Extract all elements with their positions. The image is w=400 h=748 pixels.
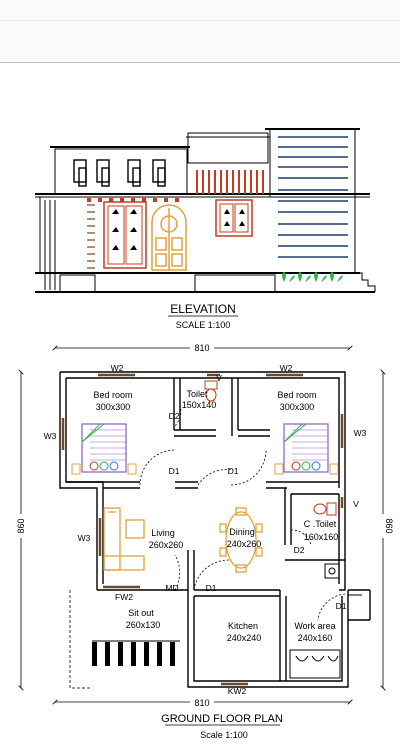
elevation-window-right	[215, 199, 253, 237]
toolbar-divider	[0, 20, 400, 21]
dim-top-width: 810	[194, 343, 209, 353]
dining-table	[219, 507, 263, 573]
tag-w3-living: W3	[78, 533, 91, 543]
living-sofa	[103, 507, 145, 571]
tag-v-ctoilet: V	[353, 499, 359, 509]
parapet-openings	[73, 159, 166, 187]
kitchen-size: 240x240	[227, 633, 262, 643]
sitout-name: Sit out	[128, 608, 154, 618]
dining-size: 240x260	[227, 539, 262, 549]
living-size: 260x260	[149, 540, 184, 550]
elevation-title: ELEVATION	[170, 302, 236, 316]
dining-name: Dining	[229, 527, 255, 537]
sitout-size: 260x130	[126, 620, 161, 630]
elevation-window-grille	[196, 170, 264, 194]
plan-windows	[61, 373, 344, 686]
bed-left	[71, 423, 137, 475]
elevation-window-left	[103, 201, 147, 269]
dim-right-height: 860	[384, 518, 394, 533]
elevation-drawing	[35, 128, 376, 293]
kitchen-name: Kitchen	[228, 621, 258, 631]
work-area-size: 240x160	[298, 633, 333, 643]
opening-tags: W2 W2 V V W3 W3 W3 D1 D1 D1 D1 D2 D2 FW2…	[44, 363, 367, 696]
door-swings	[139, 404, 346, 621]
tag-w2-left: W2	[111, 363, 124, 373]
tag-fw2: FW2	[115, 592, 133, 602]
tag-w3-left: W3	[44, 431, 57, 441]
bed2-name: Bed room	[277, 390, 316, 400]
plan-scale: Scale 1:100	[200, 730, 248, 740]
elevation-right-block	[269, 128, 356, 198]
elevation-mid-parapet	[187, 132, 269, 164]
tag-d1-work: D1	[336, 601, 347, 611]
room-labels: Bed room 300x300 Bed room 300x300 Toilet…	[93, 389, 338, 643]
plan-walls	[59, 371, 371, 688]
tag-d1-kitchen: D1	[206, 583, 217, 593]
tag-v-toilet: V	[216, 373, 222, 383]
elevation-left-parapet	[54, 148, 188, 195]
brick-accent-row	[87, 198, 179, 202]
elevation-scale: SCALE 1:100	[176, 320, 231, 330]
elevation-planters	[282, 272, 343, 282]
tag-d1-bed1: D1	[169, 466, 180, 476]
bed-right	[274, 423, 339, 475]
tag-w2-right: W2	[280, 363, 293, 373]
sitout-steps	[92, 642, 175, 666]
toilet-size: 150x140	[182, 400, 217, 410]
dimension-labels: 810 810 860 860	[14, 341, 394, 708]
ctoilet-size: 160x160	[304, 532, 339, 542]
bed2-size: 300x300	[280, 402, 315, 412]
bed1-size: 300x300	[96, 402, 131, 412]
tag-d2-toilet: D2	[169, 411, 180, 421]
tag-d2-ctoilet: D2	[294, 545, 305, 555]
louvered-column	[87, 204, 95, 269]
toilet-name: Toilet	[186, 389, 208, 399]
elevation-door-arched	[151, 204, 187, 271]
work-area-counter	[289, 649, 341, 679]
work-area-name: Work area	[294, 621, 335, 631]
sitout-outline	[69, 590, 90, 689]
bed1-name: Bed room	[93, 390, 132, 400]
viewer-toolbar	[0, 0, 400, 63]
living-name: Living	[151, 528, 175, 538]
ctoilet-fixture	[313, 502, 340, 579]
plan-title: GROUND FLOOR PLAN	[161, 713, 283, 725]
tag-d1-bed2: D1	[228, 466, 239, 476]
elevation-horizontal-louvres	[278, 136, 348, 258]
tag-md: MD	[165, 583, 178, 593]
tag-kw2: KW2	[228, 686, 247, 696]
dim-left-height: 860	[16, 518, 26, 533]
tag-w3-right: W3	[354, 428, 367, 438]
ctoilet-name: C .Toilet	[304, 519, 337, 529]
dim-bottom-width: 810	[194, 698, 209, 708]
toilet-fixture	[204, 380, 218, 402]
